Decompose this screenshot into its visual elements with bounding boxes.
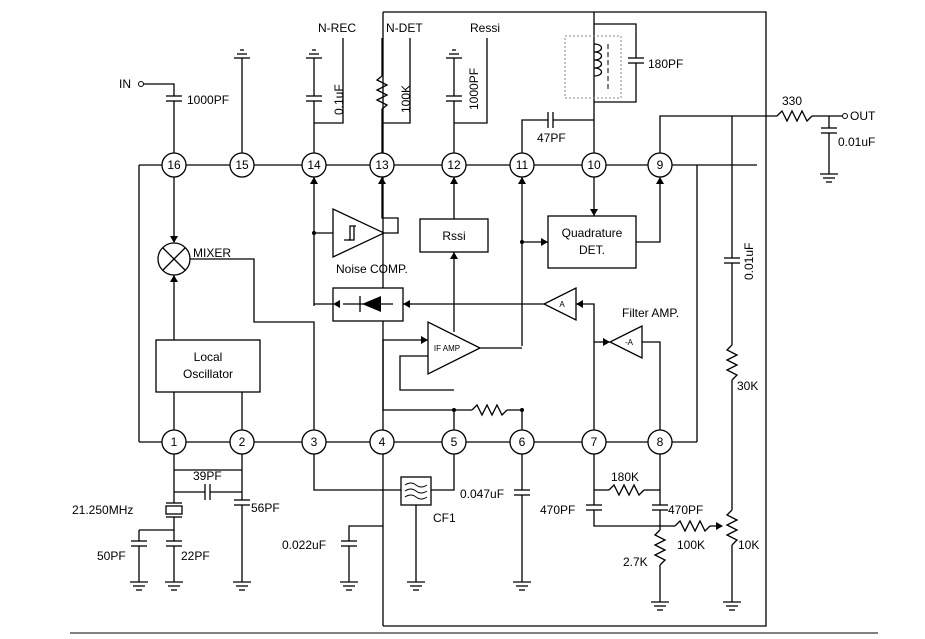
- svg-text:56PF: 56PF: [251, 501, 280, 515]
- svg-text:3: 3: [311, 435, 318, 449]
- svg-text:39PF: 39PF: [193, 469, 222, 483]
- svg-text:14: 14: [307, 158, 321, 172]
- svg-text:Rssi: Rssi: [442, 229, 465, 243]
- svg-text:16: 16: [167, 158, 181, 172]
- svg-text:1: 1: [171, 435, 178, 449]
- pin13-network: N-DET 100K: [375, 21, 423, 153]
- svg-text:Noise COMP.: Noise COMP.: [336, 262, 408, 276]
- svg-text:7: 7: [591, 435, 598, 449]
- svg-text:0.1uF: 0.1uF: [332, 84, 346, 115]
- pin-7: 7: [581, 429, 607, 455]
- svg-text:30K: 30K: [737, 379, 758, 393]
- pin14-network: N-REC 0.1uF: [306, 21, 356, 153]
- pin-6: 6: [509, 429, 535, 455]
- if-amp: IF AMP: [382, 320, 524, 430]
- pin-5: 5: [441, 429, 467, 455]
- pin-2: 2: [229, 429, 255, 455]
- svg-text:2.7K: 2.7K: [623, 555, 648, 569]
- svg-text:Ressi: Ressi: [470, 21, 500, 35]
- pin10-tank: 47PF 180PF: [521, 12, 683, 153]
- svg-text:10: 10: [587, 158, 601, 172]
- svg-text:22PF: 22PF: [181, 549, 210, 563]
- pin4-cap: 0.022uF: [282, 525, 383, 591]
- in-terminal: IN 1000PF: [119, 77, 229, 153]
- filter-amp: Filter AMP. -A: [594, 306, 679, 430]
- diode-detector: [314, 287, 544, 322]
- svg-text:6: 6: [519, 435, 526, 449]
- svg-text:330: 330: [782, 94, 802, 108]
- svg-text:CF1: CF1: [433, 511, 456, 525]
- ground-pin15: [234, 49, 250, 153]
- svg-text:A: A: [559, 300, 565, 309]
- svg-text:1000PF: 1000PF: [467, 68, 481, 110]
- svg-text:OUT: OUT: [850, 109, 876, 123]
- mixer: MIXER: [157, 177, 315, 430]
- svg-text:0.01uF: 0.01uF: [838, 135, 875, 149]
- ceramic-filter-cf1: CF1: [313, 454, 456, 591]
- svg-text:9: 9: [657, 158, 664, 172]
- rssi-block: Rssi: [419, 177, 489, 332]
- svg-text:180PF: 180PF: [648, 57, 683, 71]
- svg-text:100K: 100K: [399, 85, 413, 113]
- svg-text:-A: -A: [625, 338, 634, 347]
- svg-text:470PF: 470PF: [668, 503, 703, 517]
- local-oscillator: Local Oscillator: [155, 339, 261, 430]
- svg-text:Local: Local: [194, 350, 223, 364]
- svg-text:180K: 180K: [611, 470, 639, 484]
- svg-text:11: 11: [516, 158, 529, 172]
- svg-text:47PF: 47PF: [537, 131, 566, 145]
- pin-9: 9: [647, 152, 673, 178]
- pin-16: 16: [161, 152, 187, 178]
- svg-text:N-DET: N-DET: [386, 21, 423, 35]
- amp-a: A: [542, 286, 595, 430]
- svg-text:10K: 10K: [738, 538, 759, 552]
- svg-text:0.022uF: 0.022uF: [282, 538, 326, 552]
- crystal-network: 39PF 56PF 21.250MHz 50PF 22PF: [72, 454, 280, 591]
- svg-text:15: 15: [235, 158, 249, 172]
- svg-text:0.01uF: 0.01uF: [742, 243, 756, 280]
- pin12-network: Ressi 1000PF: [446, 21, 500, 153]
- pin6-cap: 0.047uF: [460, 454, 531, 591]
- svg-text:8: 8: [657, 435, 664, 449]
- pin-11: 11: [509, 152, 535, 178]
- chip-outline: [383, 11, 767, 627]
- pin-8: 8: [647, 429, 673, 455]
- svg-text:50PF: 50PF: [97, 549, 126, 563]
- output-network: OUT 330 0.01uF 0.01uF 30K: [659, 94, 876, 510]
- pin-14: 14: [301, 152, 327, 178]
- svg-text:100K: 100K: [677, 538, 705, 552]
- svg-text:Oscillator: Oscillator: [183, 367, 233, 381]
- pin-12: 12: [441, 152, 467, 178]
- svg-text:N-REC: N-REC: [318, 21, 356, 35]
- svg-text:Quadrature: Quadrature: [562, 226, 623, 240]
- filter-network: 180K 470PF 470PF 2.7K 100K 10K: [540, 454, 759, 611]
- svg-text:DET.: DET.: [579, 243, 605, 257]
- pin-4: 4: [369, 429, 395, 455]
- svg-text:21.250MHz: 21.250MHz: [72, 503, 133, 517]
- svg-text:2: 2: [239, 435, 246, 449]
- svg-text:IN: IN: [119, 77, 131, 91]
- svg-text:0.047uF: 0.047uF: [460, 487, 504, 501]
- svg-text:13: 13: [375, 158, 389, 172]
- pin-10: 10: [581, 152, 607, 178]
- quadrature-det: Quadrature DET.: [518, 177, 664, 346]
- pin-13: 13: [369, 152, 395, 178]
- label-c-in: 1000PF: [187, 93, 229, 107]
- pin-15: 15: [229, 152, 255, 178]
- svg-text:5: 5: [451, 435, 458, 449]
- noise-comparator: Noise COMP.: [310, 177, 408, 306]
- svg-text:IF AMP: IF AMP: [434, 344, 460, 353]
- svg-text:470PF: 470PF: [540, 503, 575, 517]
- svg-text:12: 12: [447, 158, 461, 172]
- svg-text:4: 4: [379, 435, 386, 449]
- svg-text:Filter AMP.: Filter AMP.: [622, 306, 679, 320]
- pin-1: 1: [161, 429, 187, 455]
- pin-3: 3: [301, 429, 327, 455]
- svg-text:MIXER: MIXER: [193, 246, 231, 260]
